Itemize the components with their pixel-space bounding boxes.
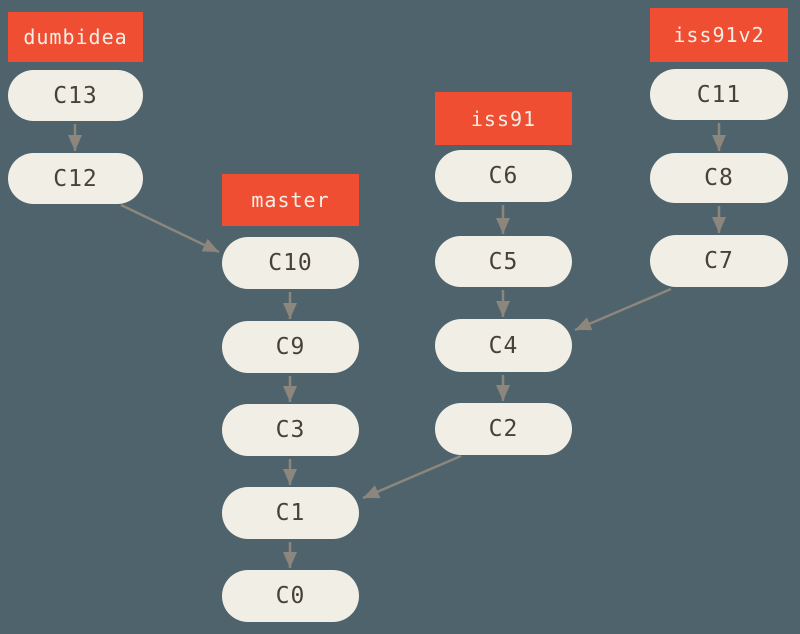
commit-node-C0: C0	[222, 570, 359, 622]
commit-node-C10: C10	[222, 237, 359, 289]
parent-arrow-C2-to-C1	[362, 454, 462, 500]
branch-name-text: master	[251, 188, 330, 212]
commit-id-text: C0	[275, 583, 306, 609]
parent-arrow-C7-to-C4	[574, 287, 672, 332]
commit-id-text: C2	[488, 416, 519, 442]
commit-node-C8: C8	[650, 153, 788, 203]
commit-id-text: C3	[275, 417, 306, 443]
branch-label-iss91v2: iss91v2	[650, 8, 788, 62]
commit-node-C3: C3	[222, 404, 359, 456]
commit-id-text: C5	[488, 248, 519, 275]
commit-node-C5: C5	[435, 236, 572, 287]
commit-id-text: C6	[488, 163, 519, 189]
commit-id-text: C8	[704, 165, 734, 191]
branch-name-text: iss91v2	[673, 23, 765, 47]
branch-label-dumbidea: dumbidea	[8, 12, 143, 62]
commit-node-C4: C4	[435, 319, 572, 372]
commit-node-C13: C13	[8, 70, 143, 121]
commit-node-C7: C7	[650, 235, 788, 287]
branch-label-iss91: iss91	[435, 92, 572, 145]
commit-node-C1: C1	[222, 487, 359, 539]
commit-id-text: C12	[53, 165, 98, 192]
commit-id-text: C1	[275, 500, 306, 526]
branch-name-text: dumbidea	[23, 25, 128, 49]
commit-id-text: C9	[275, 334, 306, 360]
commit-node-C9: C9	[222, 321, 359, 373]
commit-node-C2: C2	[435, 403, 572, 455]
commit-id-text: C10	[268, 250, 313, 276]
commit-id-text: C13	[53, 82, 98, 109]
branch-label-master: master	[222, 174, 359, 226]
commit-id-text: C4	[488, 332, 519, 359]
commit-node-C6: C6	[435, 150, 572, 202]
commit-node-C11: C11	[650, 69, 788, 120]
parent-arrow-C12-to-C10	[120, 203, 220, 254]
commit-id-text: C7	[704, 248, 734, 274]
branch-name-text: iss91	[470, 106, 537, 131]
commit-id-text: C11	[696, 81, 742, 108]
commit-node-C12: C12	[8, 153, 143, 204]
